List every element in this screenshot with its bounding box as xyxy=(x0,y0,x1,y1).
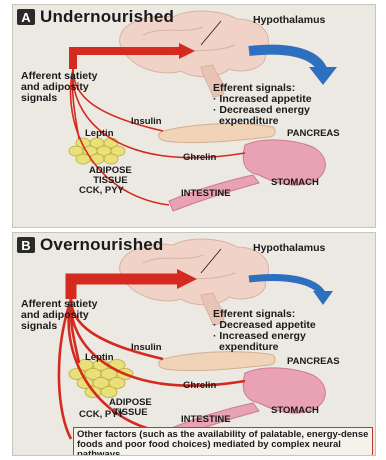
cck-pyy-label: CCK, PYY xyxy=(79,410,124,420)
intestine-label: INTESTINE xyxy=(181,415,231,425)
panel-b-badge: B xyxy=(17,237,35,253)
panel-b-header: B Overnourished xyxy=(17,235,164,255)
ghrelin-label: Ghrelin xyxy=(183,381,216,391)
panel-a-header: A Undernourished xyxy=(17,7,174,27)
intestine-label: INTESTINE xyxy=(181,189,231,199)
hypothalamus-label: Hypothalamus xyxy=(253,243,325,254)
panel-a-badge: A xyxy=(17,9,35,25)
insulin-label: Insulin xyxy=(131,117,162,127)
efferent-label: Efferent signals: · Increased appetite ·… xyxy=(213,83,312,127)
ghrelin-label: Ghrelin xyxy=(183,153,216,163)
pancreas xyxy=(159,352,275,371)
other-factors-note: Other factors (such as the availability … xyxy=(73,427,373,456)
hypothalamus-label: Hypothalamus xyxy=(253,15,325,26)
panel-undernourished: A Undernourished Hypothalamus Afferent s… xyxy=(12,4,376,228)
pancreas-label: PANCREAS xyxy=(287,357,340,367)
efferent-label: Efferent signals: · Decreased appetite ·… xyxy=(213,309,316,353)
panel-a-title: Undernourished xyxy=(40,7,174,27)
cck-pyy-label: CCK, PYY xyxy=(79,186,124,196)
pancreas-label: PANCREAS xyxy=(287,129,340,139)
panel-overnourished: B Overnourished Hypothalamus Afferent sa… xyxy=(12,232,376,456)
leptin-label: Leptin xyxy=(85,353,114,363)
leptin-label: Leptin xyxy=(85,129,114,139)
panel-b-title: Overnourished xyxy=(40,235,164,255)
stomach-label: STOMACH xyxy=(271,178,319,188)
stomach-label: STOMACH xyxy=(271,406,319,416)
insulin-label: Insulin xyxy=(131,343,162,353)
